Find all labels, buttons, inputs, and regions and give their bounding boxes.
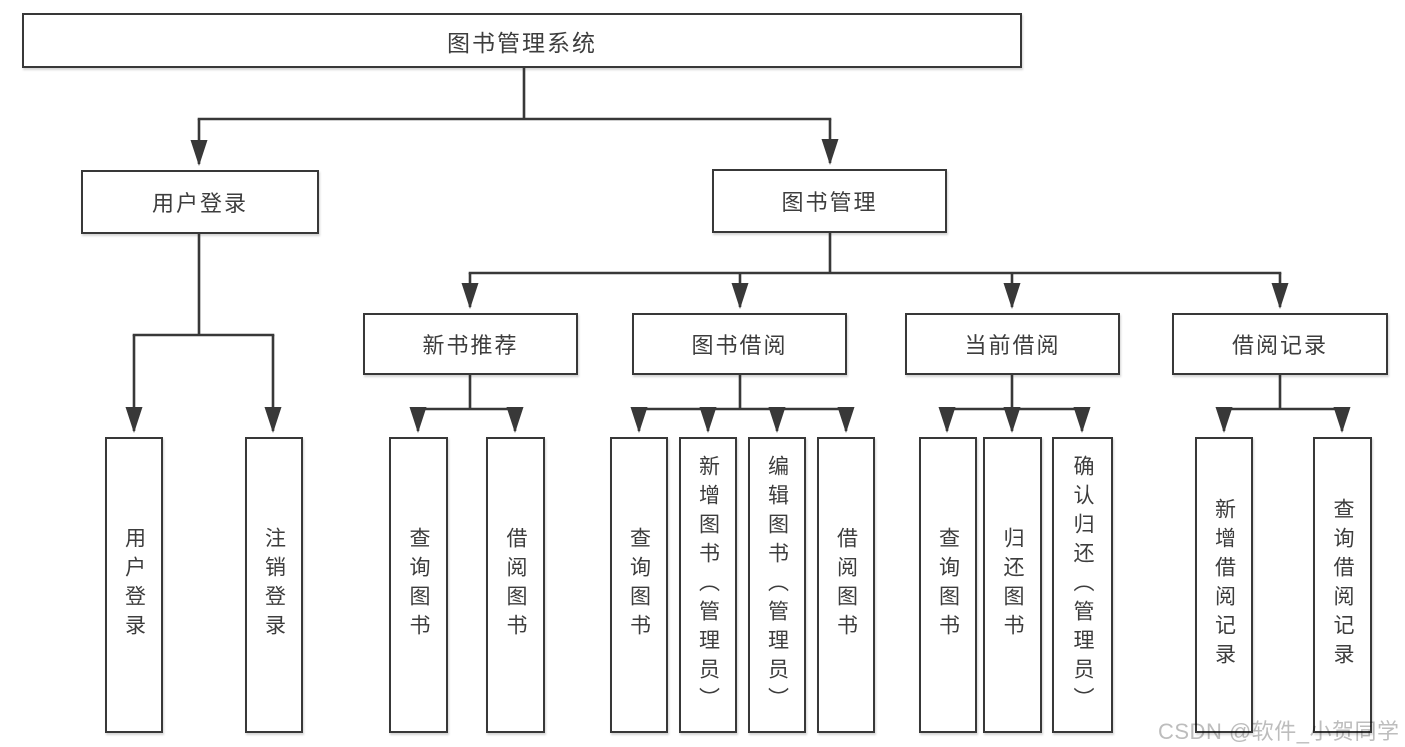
leaf-current-query-books: 查询图书 xyxy=(919,437,977,733)
leaf-borrow-add-books-admin: 新增图书（管理员） xyxy=(679,437,737,733)
node-borrow-records: 借阅记录 xyxy=(1172,313,1388,375)
leaf-records-add-record: 新增借阅记录 xyxy=(1195,437,1253,733)
leaf-records-query-record: 查询借阅记录 xyxy=(1313,437,1372,733)
leaf-logout: 注销登录 xyxy=(245,437,303,733)
leaf-borrow-edit-books-admin: 编辑图书（管理员） xyxy=(748,437,806,733)
leaf-newbook-borrow-books: 借阅图书 xyxy=(486,437,545,733)
leaf-current-confirm-return-admin: 确认归还（管理员） xyxy=(1052,437,1113,733)
node-book-borrow: 图书借阅 xyxy=(632,313,847,375)
csdn-watermark: CSDN @软件_小贺同学 xyxy=(1158,719,1400,744)
node-new-book: 新书推荐 xyxy=(363,313,578,375)
branch-lines xyxy=(132,66,1344,411)
node-current-borrow: 当前借阅 xyxy=(905,313,1120,375)
leaf-user-login: 用户登录 xyxy=(105,437,163,733)
node-book-mgmt: 图书管理 xyxy=(712,169,947,233)
leaf-borrow-query-books: 查询图书 xyxy=(610,437,668,733)
node-user-login: 用户登录 xyxy=(81,170,319,234)
leaf-borrow-borrow-books: 借阅图书 xyxy=(817,437,875,733)
node-root: 图书管理系统 xyxy=(22,13,1022,68)
leaf-current-return-books: 归还图书 xyxy=(983,437,1042,733)
leaf-newbook-query-books: 查询图书 xyxy=(389,437,448,733)
